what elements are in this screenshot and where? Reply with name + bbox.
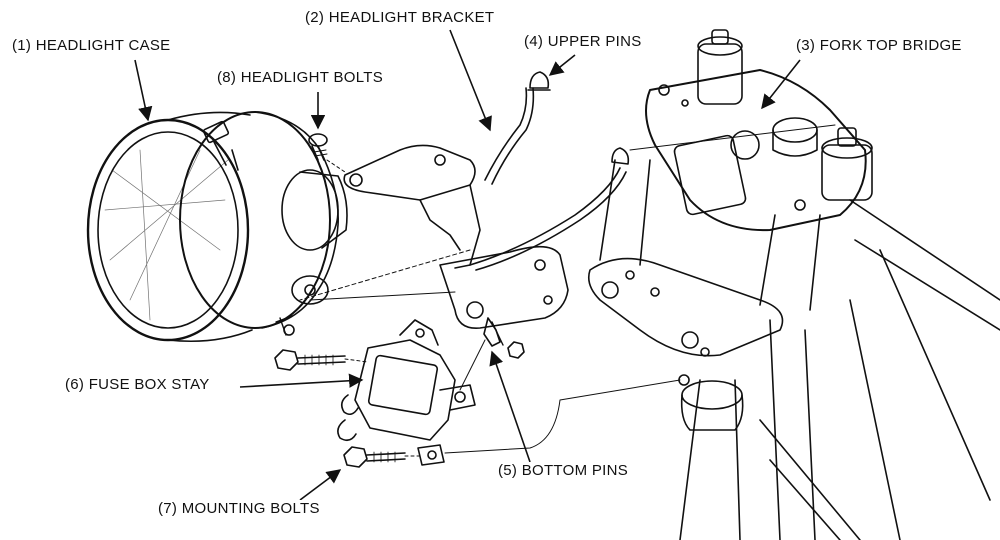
upper-pin-drawing (527, 71, 630, 165)
arrow-bottom-pins (489, 350, 531, 463)
label-fuse-box-stay: (6) FUSE BOX STAY (63, 376, 212, 393)
fuse-box-stay-drawing (337, 319, 476, 466)
fork-top-bridge-drawing (587, 29, 1000, 540)
assembly-guide-lines (299, 124, 836, 454)
label-headlight-bolts: (8) HEADLIGHT BOLTS (215, 69, 386, 86)
callout-arrows (134, 29, 801, 501)
arrow-headlight-case (134, 59, 153, 122)
headlight-bolt-drawing (308, 133, 346, 173)
label-headlight-case: (1) HEADLIGHT CASE (10, 37, 173, 54)
label-headlight-bracket: (2) HEADLIGHT BRACKET (303, 9, 497, 26)
bottom-pin-drawing (483, 317, 690, 386)
headlight-case-drawing (86, 111, 348, 343)
arrow-headlight-bracket (449, 29, 492, 132)
mounting-bolt-drawing (274, 321, 525, 468)
label-bottom-pins: (5) BOTTOM PINS (496, 462, 631, 479)
arrow-mounting-bolts (299, 469, 342, 501)
arrow-fork-top-bridge (761, 59, 801, 110)
arrow-fuse-box-stay (239, 373, 364, 388)
label-fork-top-bridge: (3) FORK TOP BRIDGE (794, 37, 964, 54)
headlight-bracket-drawing (343, 87, 627, 329)
label-mounting-bolts: (7) MOUNTING BOLTS (156, 500, 322, 517)
arrow-upper-pins (548, 54, 576, 76)
label-upper-pins: (4) UPPER PINS (522, 33, 644, 50)
